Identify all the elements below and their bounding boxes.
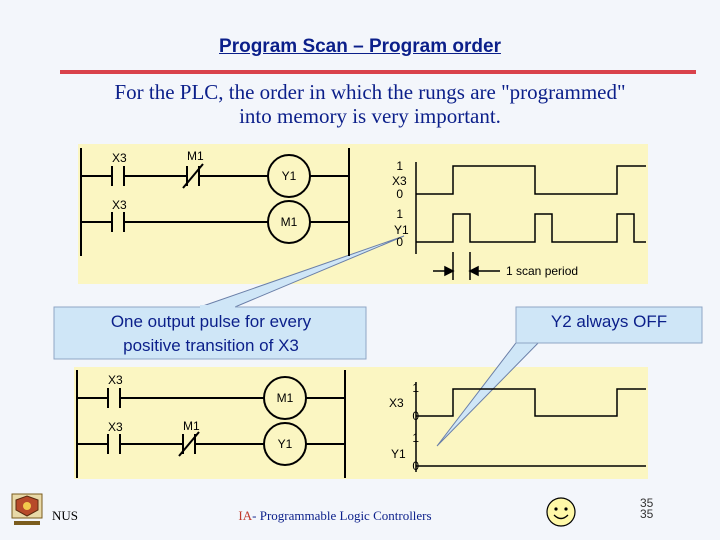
callout-pulse-text: One output pulse for every positive tran… bbox=[56, 310, 366, 358]
bottom-timing bbox=[415, 382, 646, 472]
top-rung1-nc-label: M1 bbox=[187, 149, 204, 163]
callout-y2 bbox=[436, 306, 703, 447]
bottom-signal2-name: Y1 bbox=[391, 447, 406, 461]
title-divider bbox=[60, 70, 696, 74]
nus-crest-icon bbox=[11, 493, 43, 525]
top-ladder-labels: X3 M1 Y1 X3 M1 bbox=[112, 149, 298, 229]
bottom-signal1-name: X3 bbox=[389, 396, 404, 410]
callout-pulse-line1: One output pulse for every bbox=[110, 312, 312, 331]
bottom-signal2-high: 1 bbox=[412, 431, 419, 445]
bottom-rung1-contact-label: X3 bbox=[108, 373, 123, 387]
scan-period-label: 1 scan period bbox=[506, 264, 578, 278]
page-number: 35 35 bbox=[640, 496, 654, 521]
bottom-signal1-low: 0 bbox=[412, 409, 419, 423]
footer-institution: NUS bbox=[52, 508, 79, 523]
top-signal2-low: 0 bbox=[396, 235, 403, 249]
callout-y2-text: Y2 always OFF bbox=[550, 312, 668, 331]
top-timing-labels: X3 1 0 Y1 1 0 1 scan period bbox=[392, 159, 578, 278]
bottom-ladder-labels: X3 M1 X3 M1 Y1 bbox=[108, 373, 294, 451]
bottom-rung2-nc-label: M1 bbox=[183, 419, 200, 433]
callout-pulse-line2: positive transition of X3 bbox=[123, 336, 299, 355]
slide-subtitle: For the PLC, the order in which the rung… bbox=[114, 80, 626, 128]
bottom-rung1-coil-label: M1 bbox=[277, 391, 294, 405]
bottom-timing-labels: X3 1 0 Y1 1 0 bbox=[389, 381, 419, 473]
footer-course-accent: IA bbox=[238, 508, 253, 523]
top-ladder bbox=[80, 148, 350, 256]
footer-course-rest: - Programmable Logic Controllers bbox=[252, 508, 432, 523]
top-signal2-name: Y1 bbox=[394, 223, 409, 237]
callout-pulse bbox=[53, 235, 405, 360]
bottom-rung2-contact-label: X3 bbox=[108, 420, 123, 434]
bottom-signal1-high: 1 bbox=[412, 381, 419, 395]
top-rung1-coil-label: Y1 bbox=[282, 169, 297, 183]
page-number-shadow: 35 bbox=[640, 507, 654, 521]
top-signal1-name: X3 bbox=[392, 174, 407, 188]
top-rung2-contact-label: X3 bbox=[112, 198, 127, 212]
bottom-signal2-low: 0 bbox=[412, 459, 419, 473]
bottom-ladder bbox=[76, 370, 346, 478]
top-timing bbox=[415, 162, 646, 280]
slide-title: Program Scan – Program order bbox=[219, 36, 501, 57]
top-rung1-contact-label: X3 bbox=[112, 151, 127, 165]
smiley-face-icon bbox=[546, 497, 576, 527]
bottom-rung2-coil-label: Y1 bbox=[278, 437, 293, 451]
bottom-diagram-panel bbox=[74, 367, 648, 479]
top-diagram-panel bbox=[78, 144, 648, 284]
top-signal1-high: 1 bbox=[396, 159, 403, 173]
top-signal2-high: 1 bbox=[396, 207, 403, 221]
page-number-primary: 35 bbox=[640, 496, 654, 510]
footer-course: IA- Programmable Logic Controllers bbox=[200, 508, 470, 524]
top-rung2-coil-label: M1 bbox=[281, 215, 298, 229]
top-signal1-low: 0 bbox=[396, 187, 403, 201]
